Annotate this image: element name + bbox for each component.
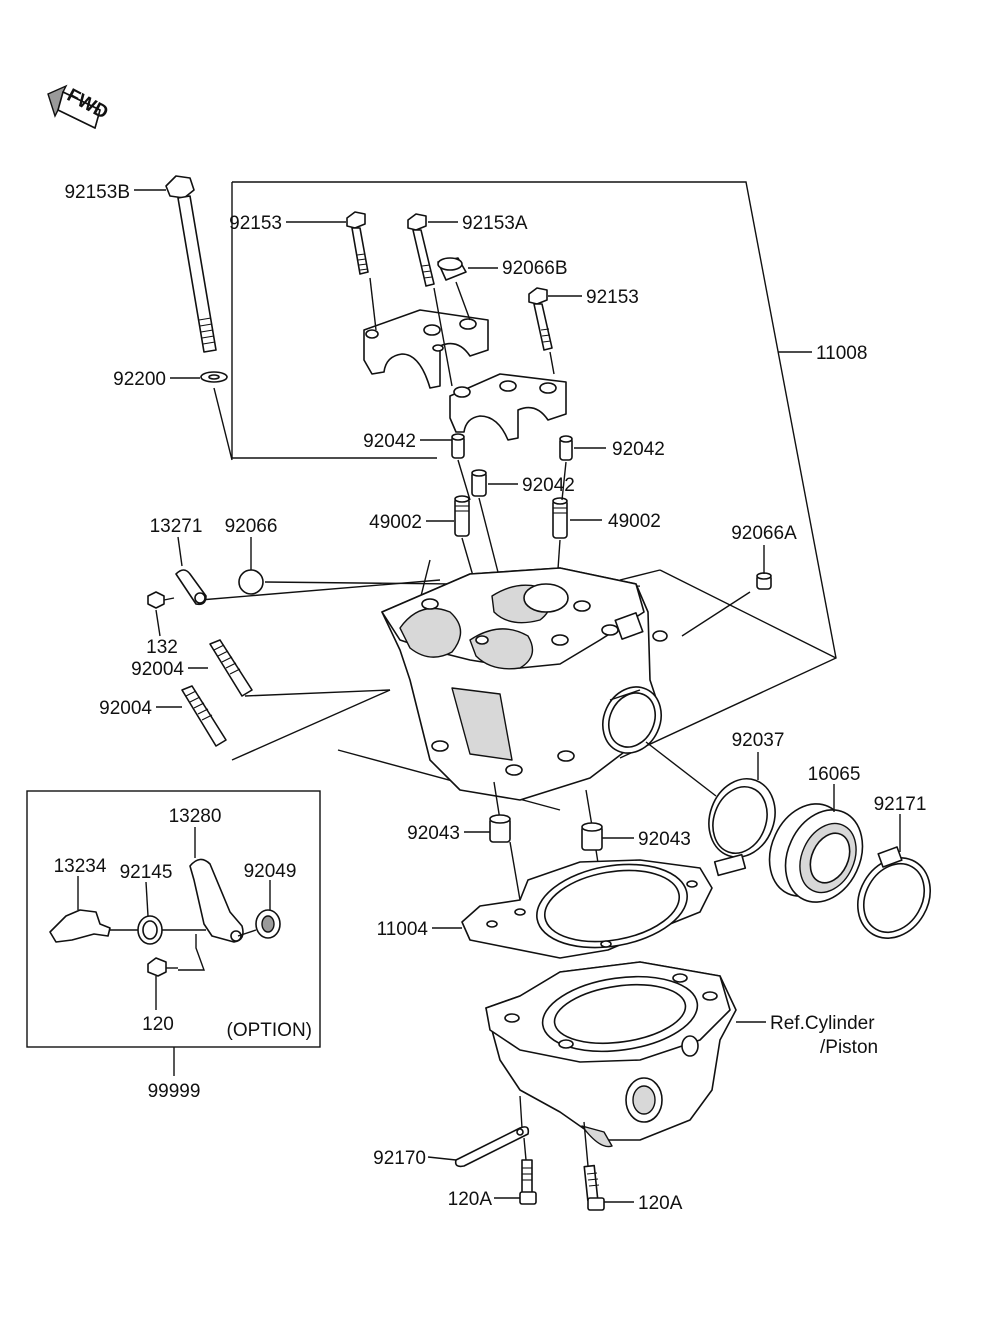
assembly-outline: [231, 181, 837, 811]
stud-92004-upper: [209, 639, 253, 697]
intake-boot-16065: [768, 803, 864, 903]
bolt-92153-left: [346, 211, 369, 275]
label-ref-piston: /Piston: [820, 1037, 878, 1058]
label-92037: 92037: [732, 730, 785, 751]
washer-92200: [200, 371, 228, 383]
valve-guide-49002-right: [552, 497, 568, 539]
bolt-92153A: [407, 213, 435, 287]
label-92153: 92153: [229, 213, 282, 234]
label-92004-lower: 92004: [99, 698, 152, 719]
label-92066B: 92066B: [502, 258, 568, 279]
label-99999: 99999: [148, 1081, 201, 1102]
plug-92066: [238, 569, 264, 595]
leader-lines: [77, 189, 901, 1203]
label-92042-center: 92042: [522, 475, 575, 496]
label-92145: 92145: [120, 862, 173, 883]
label-92004-upper: 92004: [131, 659, 184, 680]
bracket-13271: [175, 569, 207, 606]
camshaft-cap-upper: [363, 309, 489, 389]
stud-92004-lower: [181, 685, 227, 747]
label-120: 120: [142, 1014, 174, 1035]
label-92153A: 92153A: [462, 213, 528, 234]
fwd-arrow-icon: FWD: [47, 84, 111, 129]
head-gasket-11004: [461, 859, 713, 959]
label-11008: 11008: [816, 343, 867, 364]
bolt-120: [147, 957, 178, 977]
label-16065: 16065: [808, 764, 861, 785]
label-92042-right: 92042: [612, 439, 665, 460]
label-13234: 13234: [54, 856, 107, 877]
bolt-92153-right: [528, 287, 553, 351]
label-92171: 92171: [874, 794, 927, 815]
label-49002-left: 49002: [369, 512, 422, 533]
label-13280: 13280: [169, 806, 222, 827]
label-92066A: 92066A: [731, 523, 797, 544]
label-92153B: 92153B: [64, 182, 130, 203]
dowel-92043-right: [581, 822, 603, 851]
label-11004: 11004: [377, 919, 429, 940]
part-labels: 92153B 92153 92153A 92066B 92153 11008 9…: [54, 182, 927, 1214]
spring-92145: [137, 915, 163, 945]
label-ref-cylinder: Ref.Cylinder: [770, 1013, 875, 1034]
label-92043-left: 92043: [407, 823, 460, 844]
lever-13280: [189, 858, 244, 943]
bolt-132: [147, 591, 175, 609]
label-132: 132: [146, 637, 178, 658]
label-92049: 92049: [244, 861, 297, 882]
cylinder-ref: [485, 961, 737, 1148]
head-bolt-long: [165, 175, 217, 353]
dowel-92042-left: [451, 433, 465, 459]
label-92043-right: 92043: [638, 829, 691, 850]
label-92170: 92170: [373, 1148, 426, 1169]
label-92066: 92066: [225, 516, 278, 537]
clamp-92037: [708, 778, 776, 877]
bolt-120A-left: [519, 1159, 537, 1205]
seal-92049: [255, 909, 281, 939]
label-option: (OPTION): [227, 1020, 313, 1041]
clamp-92171: [857, 846, 931, 939]
label-92042-left: 92042: [363, 431, 416, 452]
plug-92066A: [756, 572, 772, 590]
label-92200: 92200: [113, 369, 166, 390]
collar-92066B: [437, 257, 467, 281]
label-13271: 13271: [150, 516, 203, 537]
sensor-13234: [49, 909, 111, 943]
label-92153-right: 92153: [586, 287, 639, 308]
camshaft-cap-lower: [449, 373, 567, 441]
label-120A-right: 120A: [638, 1193, 683, 1214]
valve-guide-49002-left: [454, 495, 470, 537]
dowel-92043-left: [489, 814, 511, 843]
cylinder-head: [381, 567, 668, 801]
option-box: [26, 790, 321, 1048]
chain-guide-92170: [454, 1126, 530, 1168]
label-120A-left: 120A: [448, 1189, 493, 1210]
dowel-92042-center: [471, 469, 487, 497]
dowel-92042-right: [559, 435, 573, 461]
bolt-120A-right: [583, 1164, 605, 1211]
label-49002-right: 49002: [608, 511, 661, 532]
